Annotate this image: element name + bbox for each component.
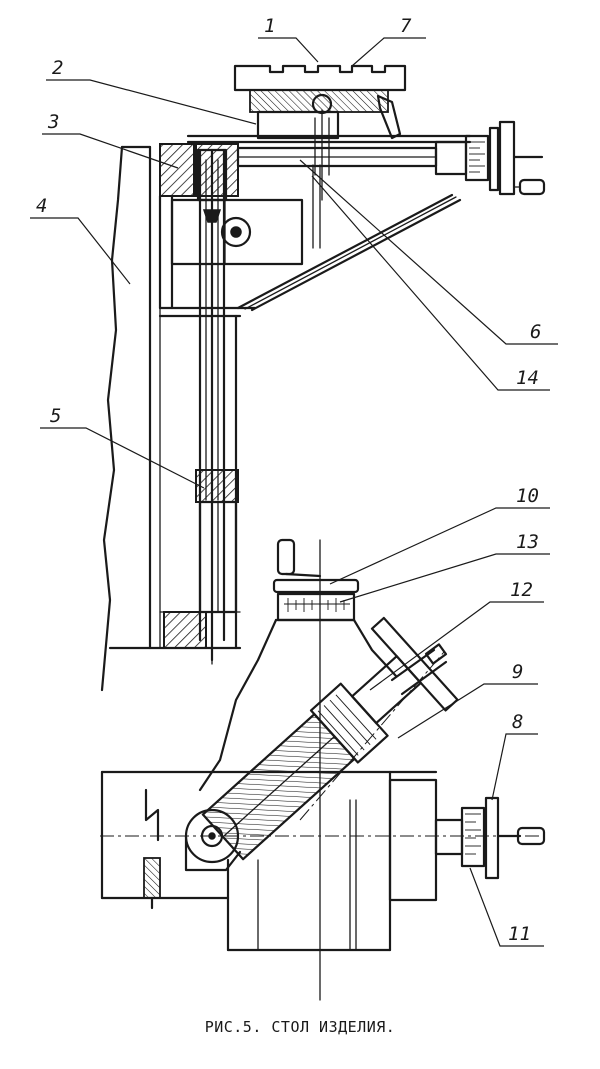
vertical-screw xyxy=(163,148,239,665)
callout-7: 7 xyxy=(400,15,412,37)
figure-caption: РИС.5. СТОЛ ИЗДЕЛИЯ. xyxy=(204,1018,396,1036)
horizontal-shaft xyxy=(236,120,546,196)
callout-12: 12 xyxy=(510,579,533,601)
callout-8: 8 xyxy=(512,711,523,733)
callout-9: 9 xyxy=(512,661,523,683)
dial-scale xyxy=(469,141,485,173)
callout-2: 2 xyxy=(52,57,63,79)
rotary-scale xyxy=(284,598,350,612)
callout-14: 14 xyxy=(516,367,539,389)
leader-lines xyxy=(30,37,558,947)
callout-6: 6 xyxy=(530,321,541,343)
callout-3: 3 xyxy=(47,111,59,133)
callout-10: 10 xyxy=(516,485,539,507)
callout-13: 13 xyxy=(516,531,539,553)
upper-bracket xyxy=(158,143,462,318)
callout-numbers: 1 7 2 3 4 6 14 5 10 13 12 9 8 11 xyxy=(36,15,541,945)
callout-5: 5 xyxy=(50,405,61,427)
callout-4: 4 xyxy=(36,195,47,217)
lower-head xyxy=(198,538,459,1001)
callout-11: 11 xyxy=(508,923,531,945)
top-table xyxy=(186,64,472,201)
callout-1: 1 xyxy=(264,15,275,37)
base-block xyxy=(100,770,546,952)
